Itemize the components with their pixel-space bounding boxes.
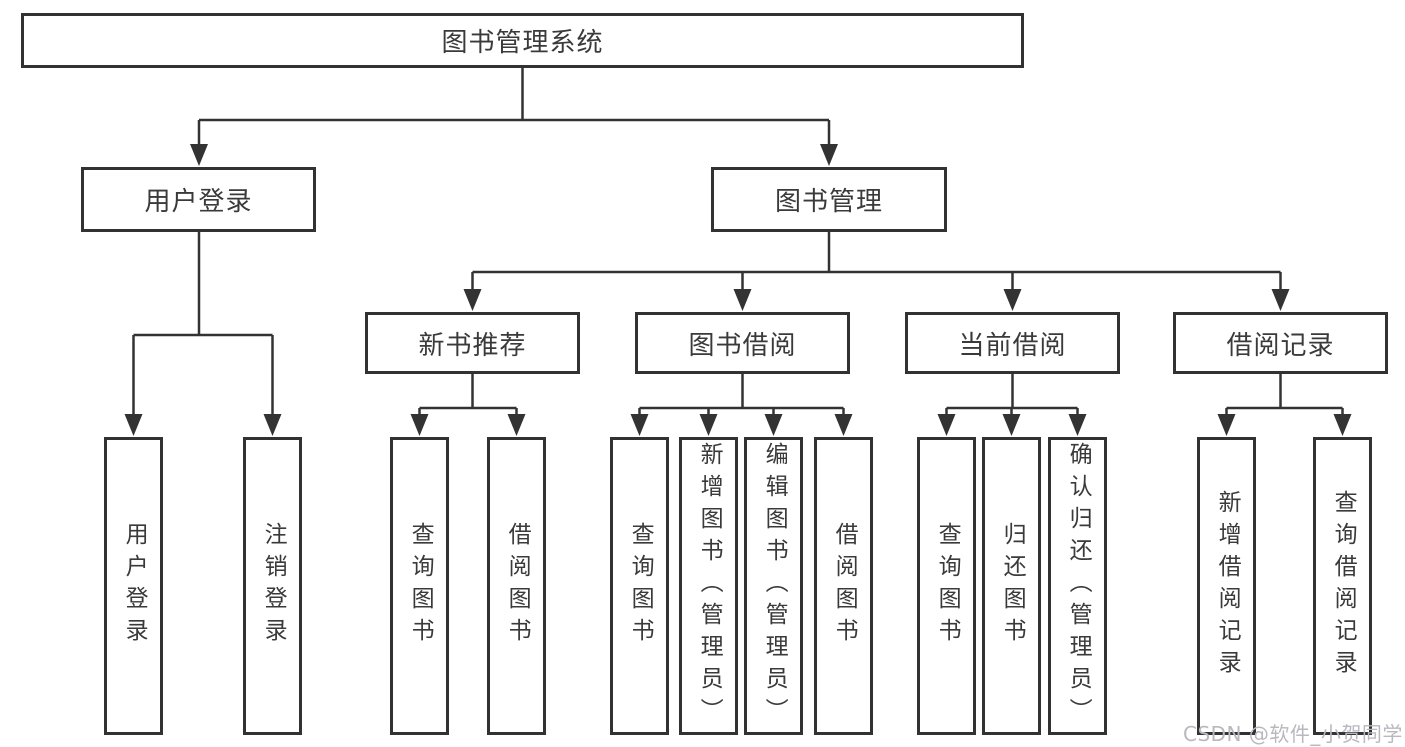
node-label: 当前借阅	[958, 330, 1067, 361]
leaf-confirm-return-admin: 确认归还（管理员）	[1048, 437, 1107, 735]
node-library-management-system: 图书管理系统	[21, 13, 1024, 68]
node-label: 图书借阅	[688, 330, 797, 361]
csdn-watermark: CSDN @软件_小贺同学	[1183, 722, 1403, 746]
node-label: 新书推荐	[418, 330, 527, 361]
leaf-label: 新增图书（管理员）	[696, 442, 723, 730]
node-label: 图书管理系统	[441, 28, 604, 58]
leaf-label: 确认归还（管理员）	[1065, 442, 1092, 730]
node-borrowing-records: 借阅记录	[1173, 312, 1388, 374]
node-label: 借阅记录	[1226, 330, 1335, 361]
arrowhead-icons	[124, 144, 1352, 436]
node-new-book-recommendation: 新书推荐	[365, 312, 580, 374]
node-current-borrowing: 当前借阅	[905, 312, 1120, 374]
node-book-borrowing: 图书借阅	[635, 312, 850, 374]
leaf-query-books-borrow: 查询图书	[610, 437, 669, 735]
leaf-user-login: 用户登录	[104, 437, 163, 735]
leaf-logout: 注销登录	[243, 437, 302, 735]
leaf-add-borrow-record: 新增借阅记录	[1197, 437, 1256, 735]
leaf-label: 归还图书	[999, 522, 1026, 650]
node-user-login: 用户登录	[81, 167, 316, 232]
leaf-label: 借阅图书	[831, 522, 858, 650]
leaf-label: 注销登录	[260, 522, 287, 650]
leaf-label: 用户登录	[121, 522, 148, 650]
node-label: 用户登录	[144, 187, 253, 217]
leaf-label: 查询图书	[627, 522, 654, 650]
leaf-label: 借阅图书	[504, 522, 531, 650]
leaf-label: 新增借阅记录	[1214, 490, 1241, 682]
node-book-management: 图书管理	[711, 167, 947, 232]
node-label: 图书管理	[774, 187, 883, 217]
leaf-label: 编辑图书（管理员）	[761, 442, 788, 730]
leaf-borrow-books-newbook: 借阅图书	[487, 437, 546, 735]
leaf-query-books-current: 查询图书	[917, 437, 976, 735]
leaf-query-books-newbook: 查询图书	[390, 437, 449, 735]
leaf-label: 查询借阅记录	[1330, 490, 1357, 682]
leaf-add-books-admin: 新增图书（管理员）	[679, 437, 738, 735]
leaf-borrow-books: 借阅图书	[814, 437, 873, 735]
leaf-edit-books-admin: 编辑图书（管理员）	[744, 437, 803, 735]
leaf-query-borrow-record: 查询借阅记录	[1313, 437, 1372, 735]
leaf-label: 查询图书	[934, 522, 961, 650]
leaf-return-books: 归还图书	[982, 437, 1041, 735]
leaf-label: 查询图书	[407, 522, 434, 650]
